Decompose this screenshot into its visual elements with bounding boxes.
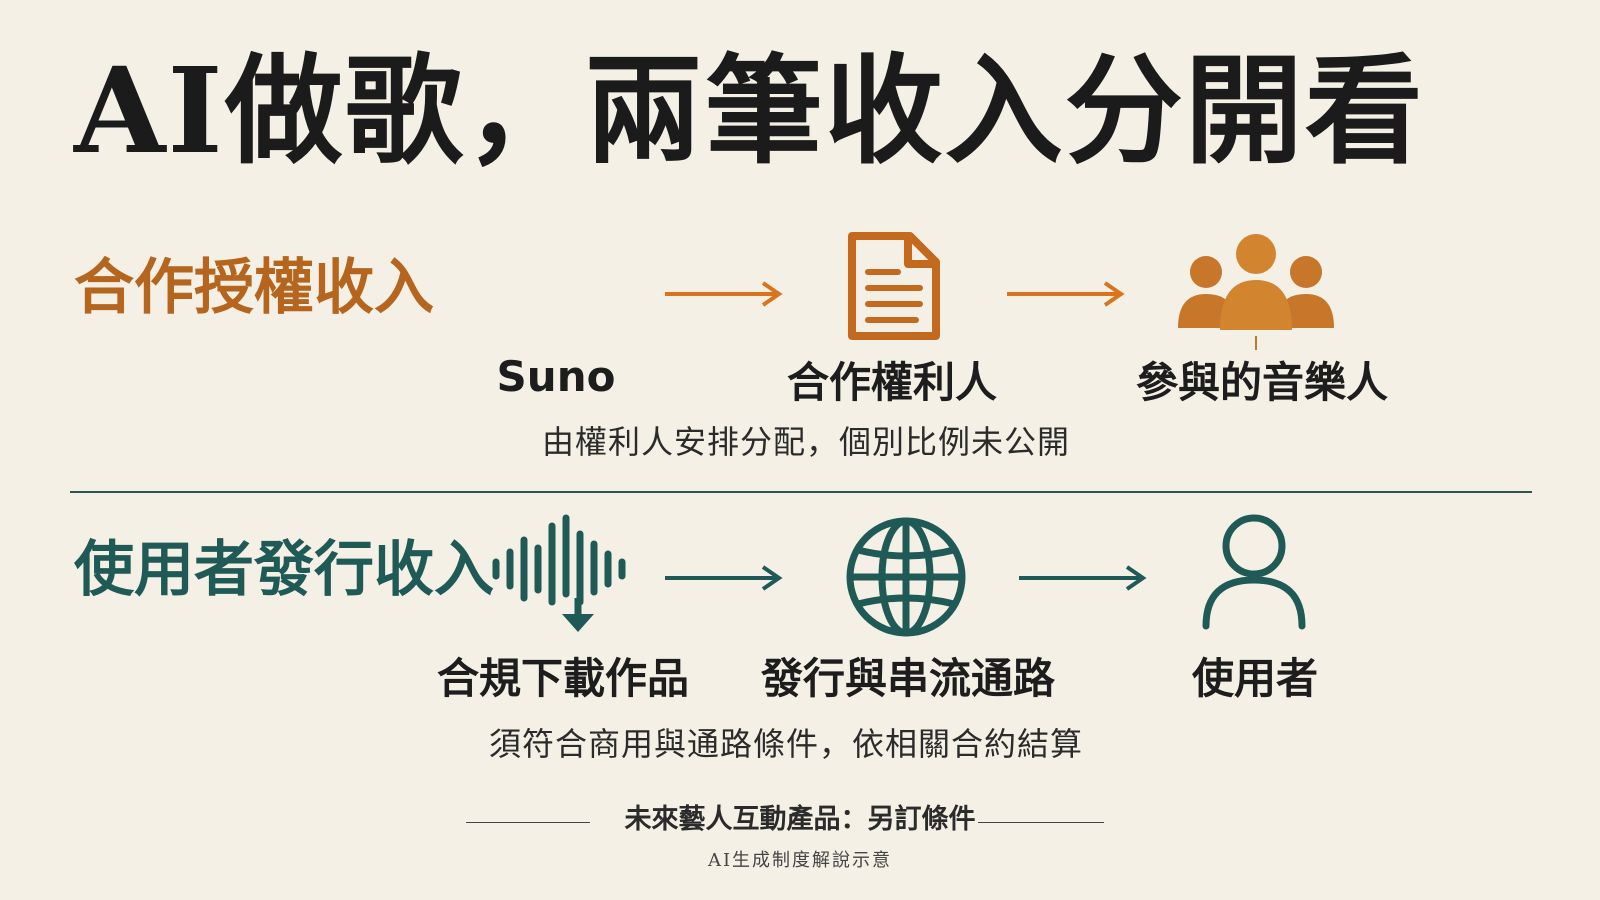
step-label-download: 合規下載作品 [436, 654, 690, 703]
footer-line-right [978, 822, 1104, 823]
people-group-icon [1178, 234, 1334, 350]
arrow-icon [665, 565, 783, 591]
download-wave-icon [492, 514, 626, 632]
section1-note: 由權利人安排分配，個別比例未公開 [541, 423, 1071, 461]
section-title-user-release: 使用者發行收入 [74, 535, 494, 605]
globe-icon [846, 517, 966, 637]
footer-text: 未來藝人互動產品：另訂條件 [624, 804, 976, 835]
step-label-musicians: 參與的音樂人 [1135, 358, 1389, 407]
section2-note: 須符合商用與通路條件，依相關合約結算 [488, 725, 1084, 763]
arrow-icon [1019, 565, 1147, 591]
divider [70, 491, 1532, 493]
step-label-user: 使用者 [1191, 654, 1319, 703]
step-label-suno: Suno [496, 352, 616, 401]
footer-line-left [466, 822, 590, 823]
step-label-distribution: 發行與串流通路 [760, 654, 1056, 703]
section-title-licensing: 合作授權收入 [74, 253, 434, 323]
sound-wave-icon [480, 232, 628, 348]
step-label-partner: 合作權利人 [786, 358, 998, 407]
arrow-icon [1007, 281, 1125, 307]
user-icon [1202, 514, 1306, 630]
caption: AI生成制度解說示意 [707, 850, 893, 871]
page-title: AI做歌，兩筆收入分開看 [74, 41, 1425, 180]
arrow-icon [665, 281, 783, 307]
document-icon [848, 232, 940, 340]
